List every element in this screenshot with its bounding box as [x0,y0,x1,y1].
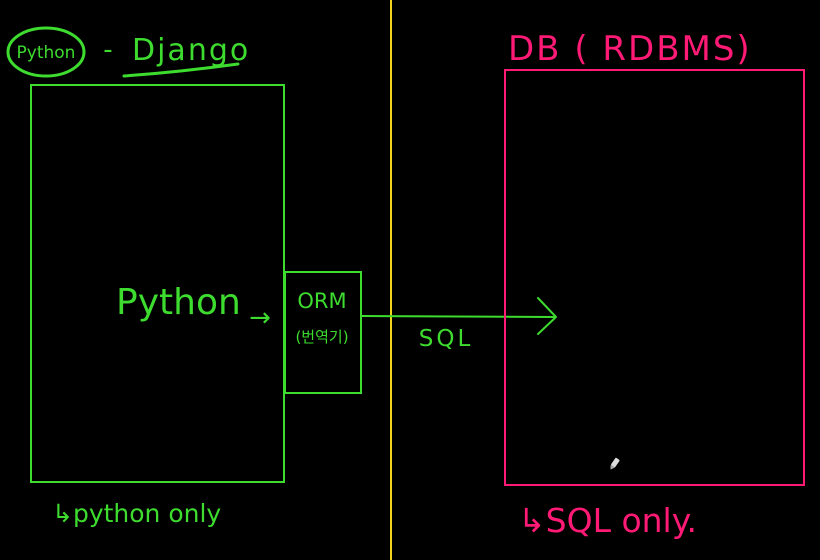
django-underline [122,62,240,78]
python-only-caption: ↳python only [52,499,221,528]
sql-label: SQL [419,326,474,352]
python-badge-text: Python [17,43,76,63]
orm-sublabel: (번역기) [295,328,348,346]
db-title: DB ( RDBMS) [508,29,752,69]
title-dash: - [103,35,112,65]
pen-cursor-icon [610,457,620,470]
sql-arrow-line [361,315,556,318]
python-badge-circle [6,26,86,78]
sql-only-caption: ↳SQL only. [518,501,697,540]
python-to-orm-arrow: → [249,303,271,333]
orm-box [284,271,362,394]
python-box-label: Python [116,282,241,323]
orm-label: ORM [297,289,346,313]
sql-arrow-head [537,297,557,335]
django-title: Django [132,33,250,68]
db-box [504,69,805,486]
